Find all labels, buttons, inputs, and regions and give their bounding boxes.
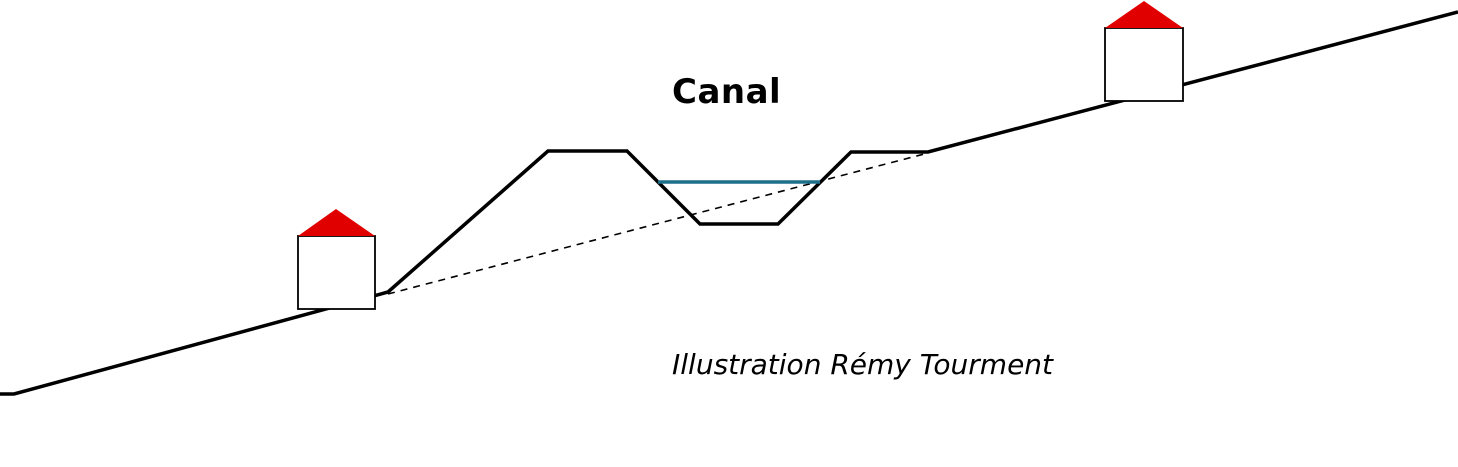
natural-ground-dashed-line — [387, 152, 929, 295]
house-icon — [297, 209, 376, 310]
house-lower-wall — [297, 235, 376, 310]
ground-profile-line — [0, 10, 1458, 396]
illustration-credit: Illustration Rémy Tourment — [672, 348, 1054, 381]
diagram-title: Canal — [672, 72, 782, 112]
house-upper-roof — [1105, 1, 1183, 28]
house-icon — [1104, 1, 1184, 102]
house-upper-wall — [1104, 27, 1184, 102]
house-lower-roof — [298, 209, 375, 236]
